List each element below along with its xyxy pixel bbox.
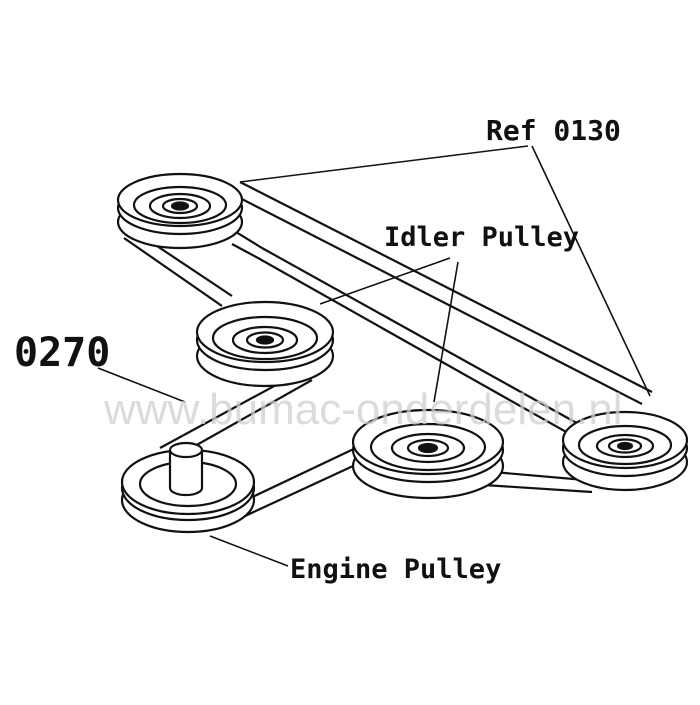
idler-pulley-label: Idler Pulley xyxy=(384,222,579,253)
belt-top-to-mid xyxy=(235,231,637,457)
watermark-text: www.bumac-onderdelen.nl xyxy=(103,385,623,434)
pulley-middle-left xyxy=(195,300,335,388)
ref-leader-right xyxy=(531,145,651,397)
part-leader xyxy=(97,367,186,403)
ref-label: Ref 0130 xyxy=(486,114,621,147)
part-number-label: 0270 xyxy=(14,330,110,376)
idler-leader-lower xyxy=(433,261,459,403)
engine-leader xyxy=(209,535,289,567)
pulley-right xyxy=(561,410,689,492)
pulley-lower-idler xyxy=(351,408,505,500)
engine-pulley-label: Engine Pulley xyxy=(290,554,501,585)
belt-upper-run-inner xyxy=(235,195,643,405)
pulley-engine xyxy=(120,441,256,534)
pulley-top-left xyxy=(116,172,244,250)
leader-lines xyxy=(97,145,651,567)
idler-leader-upper xyxy=(319,257,451,305)
ref-leader-left xyxy=(239,145,529,183)
belt-upper-run xyxy=(239,181,653,393)
